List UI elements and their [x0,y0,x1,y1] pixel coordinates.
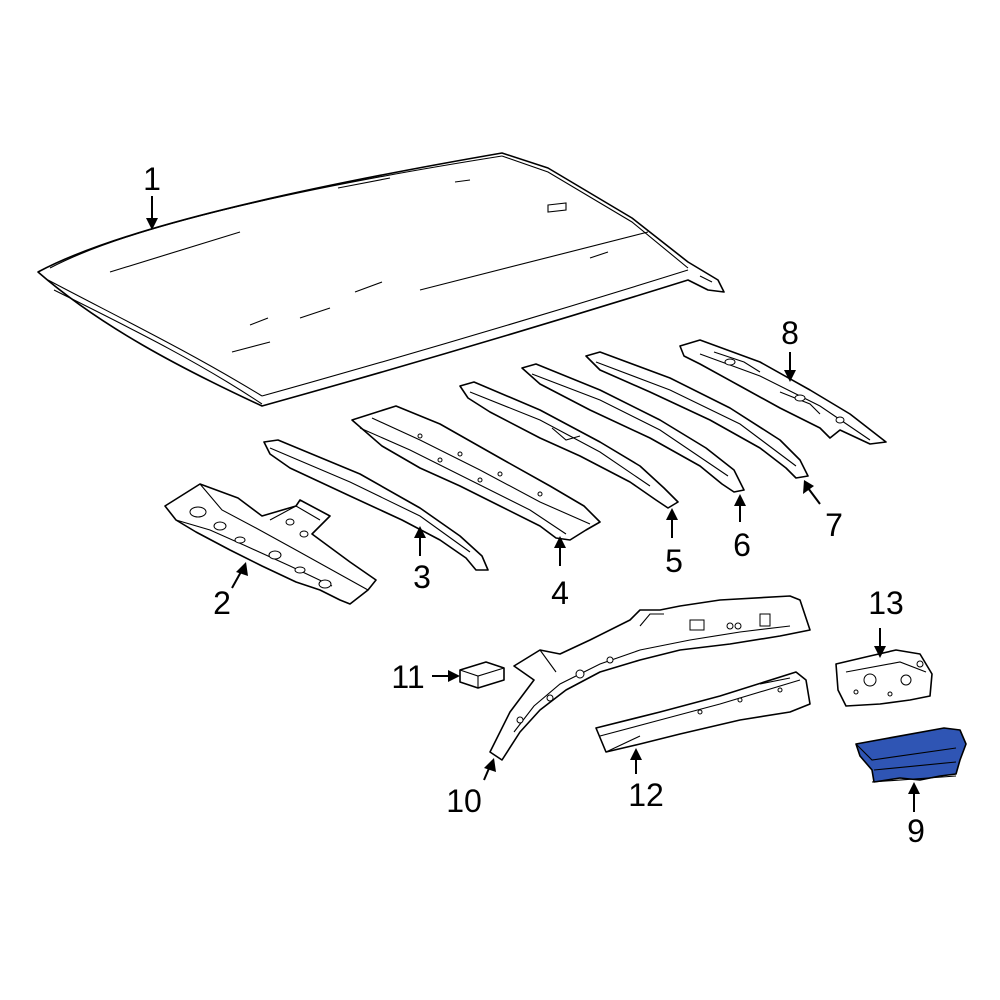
callout-2: 2 [213,585,231,621]
callout-10: 10 [446,783,482,819]
roof-bow-3 [263,439,489,571]
leader-arrows [146,196,920,812]
callout-labels: 1 2 3 4 5 6 7 8 9 10 11 12 13 [143,161,925,849]
rear-bracket [835,649,933,707]
highlighted-reinforcement-shape [855,727,967,783]
front-header-panel [164,483,377,605]
callout-4: 4 [551,575,569,611]
inner-rail [595,671,811,753]
roof-side-rail [489,595,811,761]
roof-bow-7 [585,351,809,479]
rear-header-panel [679,339,887,445]
callout-1: 1 [143,161,161,197]
callout-7: 7 [825,507,843,543]
roof-bow-4 [351,405,601,541]
roof-panel [37,152,725,407]
small-pad [459,661,505,689]
roof-bow-5 [459,381,679,509]
highlighted-reinforcement [855,727,967,783]
callout-13: 13 [868,585,904,621]
callout-5: 5 [665,543,683,579]
callout-12: 12 [628,777,664,813]
callout-9: 9 [907,813,925,849]
callout-11: 11 [391,659,424,695]
callout-6: 6 [733,527,751,563]
callout-8: 8 [781,315,799,351]
roof-bow-6 [521,363,745,493]
callout-3: 3 [413,559,431,595]
